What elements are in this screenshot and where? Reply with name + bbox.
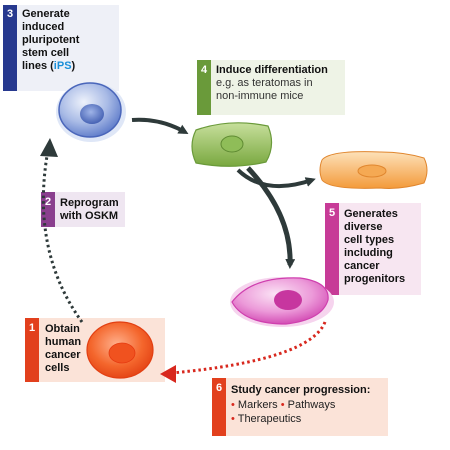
step-5-line-5: cancer (344, 260, 380, 272)
svg-text:• Markers • Pathways: • Markers • Pathways (231, 399, 336, 411)
step-6-item-therapeutics: Therapeutics (238, 413, 302, 425)
step-5-line-6: progenitors (344, 273, 405, 285)
step-4-title: Induce differentiation (216, 64, 328, 76)
step-5-box: 5 Generates diverse cell types including… (325, 203, 421, 295)
arrow-reprogram-dotted (41, 149, 84, 323)
step-5-number: 5 (329, 207, 335, 219)
human-cancer-cell (82, 320, 162, 384)
step-3-box: 3 Generate induced pluripotent stem cell… (3, 5, 119, 91)
step-1-line-1: Obtain (45, 323, 80, 335)
svg-text:• Therapeutics: • Therapeutics (231, 413, 302, 425)
step-4-number: 4 (201, 64, 208, 76)
svg-text:lines (iPS): lines (iPS) (22, 60, 76, 72)
step-3-line-5-prefix: lines ( (22, 60, 54, 72)
step-1-number: 1 (29, 322, 35, 334)
step-6-item-markers: Markers (238, 399, 278, 411)
step-5-line-1: Generates (344, 208, 398, 220)
step-6-box: 6 Study cancer progression: • Markers • … (212, 378, 388, 436)
step-2-line-1: Reprogram (60, 197, 119, 209)
arrow-study-dotted (171, 321, 327, 375)
step-3-number: 3 (7, 8, 13, 20)
step-6-title: Study cancer progression: (231, 384, 370, 396)
ips-cell (56, 82, 126, 142)
differentiated-cell-green (191, 122, 273, 167)
step-2-line-2: with OSKM (59, 210, 118, 222)
step-5-line-2: diverse (344, 221, 383, 233)
step-3-line-1: Generate (22, 8, 70, 20)
cancer-progenitor-cell (230, 277, 334, 327)
step-1-line-3: cancer (45, 349, 81, 361)
step-4-line-2: non-immune mice (216, 90, 303, 102)
arrow-reprogram-head (40, 138, 58, 157)
step-2-box: 2 Reprogram with OSKM (41, 192, 125, 227)
step-6-number: 6 (216, 382, 222, 394)
arrow-study-head (160, 365, 176, 383)
step-1-line-2: human (45, 336, 81, 348)
step-3-line-4: stem cell (22, 47, 69, 59)
ips-highlight: iPS (54, 60, 72, 72)
step-4-box: 4 Induce differentiation e.g. as teratom… (197, 60, 345, 115)
step-3-line-3: pluripotent (22, 34, 80, 46)
step-2-number: 2 (45, 196, 51, 208)
arrow-green-to-pink (246, 166, 296, 269)
arrow-green-to-orange (236, 168, 316, 189)
step-5-line-4: including (344, 247, 393, 259)
step-3-line-2: induced (22, 21, 64, 33)
step-1-line-4: cells (45, 362, 69, 374)
step-3-line-5-suffix: ) (72, 60, 76, 72)
step-5-line-3: cell types (344, 234, 394, 246)
arrow-ips-to-differentiation (131, 117, 189, 134)
step-4-line-1: e.g. as teratomas in (216, 77, 313, 89)
differentiated-cell-orange (319, 151, 428, 189)
step-6-item-pathways: Pathways (288, 399, 336, 411)
